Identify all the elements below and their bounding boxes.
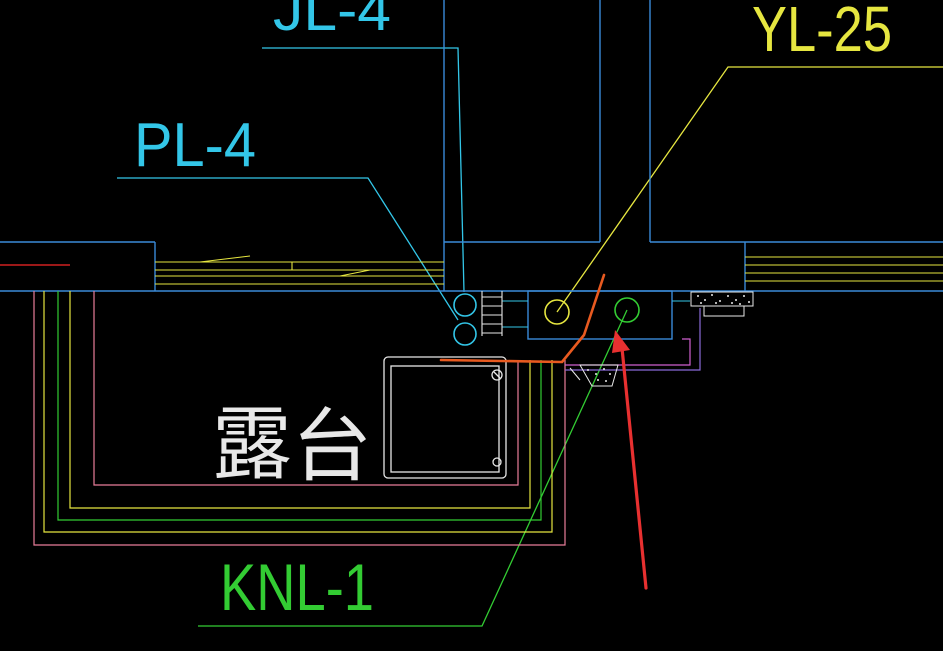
pipe-knl-1 bbox=[614, 297, 640, 323]
concrete-block-bottom bbox=[569, 364, 619, 387]
label-knl-1: KNL-1 bbox=[220, 550, 374, 624]
leader-jl-4 bbox=[262, 47, 465, 293]
label-pl-4: PL-4 bbox=[134, 111, 256, 180]
label-balcony-char-1: 露 bbox=[212, 398, 292, 491]
pipe-yl-25 bbox=[544, 299, 570, 325]
markup-orange-line bbox=[439, 273, 606, 364]
balcony-box bbox=[383, 356, 507, 479]
pipe-jl-4 bbox=[453, 293, 477, 317]
rails-yellow-right bbox=[745, 256, 943, 282]
leader-knl-1 bbox=[198, 309, 628, 627]
ladder-hatch bbox=[481, 291, 503, 336]
structure-cyan-detail bbox=[502, 300, 690, 328]
concrete-block-right bbox=[690, 291, 754, 317]
red-arrow bbox=[612, 330, 648, 590]
label-balcony-char-2: 台 bbox=[292, 400, 372, 493]
pipe-pl-4 bbox=[453, 322, 477, 346]
label-yl-25: YL-25 bbox=[752, 0, 892, 65]
leader-yl-25 bbox=[556, 66, 943, 313]
leader-pl-4 bbox=[117, 177, 459, 321]
rails-yellow-left bbox=[155, 255, 444, 285]
balcony-outline bbox=[33, 291, 701, 546]
label-jl-4: JL-4 bbox=[273, 0, 391, 43]
